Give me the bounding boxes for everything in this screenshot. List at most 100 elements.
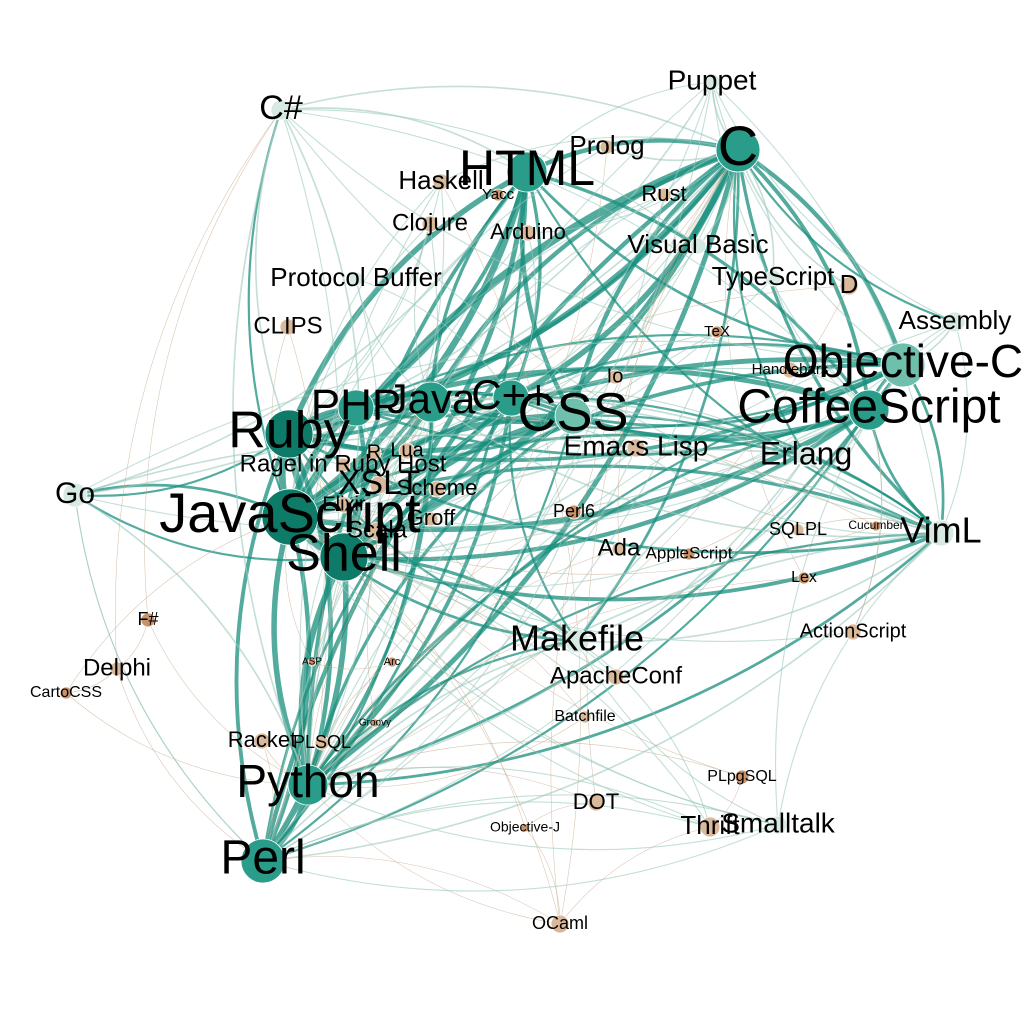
node-io[interactable] [607, 369, 623, 385]
node-c[interactable] [715, 127, 761, 173]
label-cucumber: Cucumber [848, 518, 903, 532]
node-protobuf[interactable] [348, 271, 364, 287]
node-emacslisp[interactable] [626, 438, 646, 458]
edge-perl-cpp [261, 396, 512, 862]
label-arduino: Arduino [490, 219, 566, 244]
node-coffeescript[interactable] [848, 389, 890, 431]
label-visualbasic: Visual Basic [627, 229, 768, 259]
node-cucumber[interactable] [870, 520, 882, 532]
node-fsharp[interactable] [140, 612, 156, 628]
node-plpgsql[interactable] [734, 769, 750, 785]
node-csharp[interactable] [270, 99, 292, 121]
node-d[interactable] [839, 276, 859, 296]
node-python[interactable] [287, 764, 329, 806]
edge-thrift-perl [262, 801, 711, 862]
node-go[interactable] [62, 482, 88, 508]
node-batchfile[interactable] [578, 710, 592, 724]
node-tex[interactable] [710, 325, 724, 339]
edge-arduino-c [527, 149, 739, 234]
node-ada[interactable] [611, 541, 627, 557]
node-perl[interactable] [240, 838, 286, 884]
node-typescript[interactable] [764, 269, 782, 287]
label-groovy: Groovy [359, 718, 391, 729]
node-ruby[interactable] [264, 409, 314, 459]
edge-html-puppet [526, 81, 713, 173]
node-r[interactable] [366, 445, 382, 461]
node-haskell[interactable] [432, 173, 450, 191]
edge-d-python [307, 285, 850, 786]
node-clips[interactable] [279, 318, 297, 336]
label-objc: Objective-C [783, 335, 1023, 387]
node-asp[interactable] [307, 657, 317, 667]
node-html[interactable] [506, 151, 548, 193]
node-dot[interactable] [587, 794, 605, 812]
node-applescript[interactable] [682, 547, 696, 561]
node-yacc[interactable] [491, 188, 505, 202]
label-actionscript: ActionScript [800, 620, 907, 642]
edge-emacslisp-python [307, 447, 637, 786]
node-prolog[interactable] [599, 139, 615, 155]
node-xslt[interactable] [369, 475, 389, 495]
node-clojure[interactable] [421, 215, 439, 233]
edge-apacheconf-shell [343, 556, 617, 678]
edge-puppet-viml [711, 81, 942, 534]
edge-python-objc [307, 364, 905, 787]
node-delphi[interactable] [109, 661, 125, 677]
node-cpp[interactable] [492, 379, 530, 417]
node-ocaml[interactable] [550, 914, 570, 934]
node-shell[interactable] [319, 532, 369, 582]
label-ada: Ada [598, 534, 641, 561]
node-ragel[interactable] [335, 457, 351, 473]
node-handlebars[interactable] [781, 361, 799, 379]
node-arc[interactable] [386, 656, 398, 668]
node-apacheconf[interactable] [607, 668, 625, 686]
node-smalltalk[interactable] [768, 815, 788, 835]
edge-smalltalk-python [307, 784, 779, 851]
node-erlang[interactable] [795, 445, 817, 467]
node-makefile[interactable] [564, 628, 590, 654]
node-puppet[interactable] [703, 73, 721, 91]
node-visualbasic[interactable] [689, 237, 707, 255]
edge-python-ocaml [307, 784, 561, 925]
label-perl: Perl [220, 832, 305, 885]
node-lua[interactable] [398, 442, 416, 460]
node-lex[interactable] [797, 571, 811, 585]
node-css[interactable] [554, 397, 592, 435]
node-javascript[interactable] [261, 488, 319, 546]
edge-python-viml [307, 531, 942, 787]
edge-plpgsql-python [307, 741, 743, 786]
node-thrift[interactable] [699, 816, 721, 838]
node-viml[interactable] [927, 519, 955, 547]
node-assembly[interactable] [944, 311, 966, 333]
label-clojure: Clojure [392, 209, 468, 236]
label-cpp: C++ [471, 371, 550, 418]
node-plsql[interactable] [314, 735, 330, 751]
node-cartocss[interactable] [59, 686, 73, 700]
node-arduino[interactable] [519, 224, 537, 242]
node-rust[interactable] [656, 187, 672, 203]
edge-puppet-shell [343, 81, 713, 558]
edge-c-viml [736, 149, 943, 535]
node-sqlpl[interactable] [791, 523, 805, 537]
node-groff[interactable] [423, 511, 439, 527]
edge-go-viml [74, 434, 942, 534]
node-php[interactable] [337, 389, 375, 427]
node-groovy[interactable] [370, 718, 380, 728]
node-scheme[interactable] [428, 480, 446, 498]
node-elixir[interactable] [335, 496, 353, 514]
edge-lex-python [307, 577, 805, 786]
edge-perl6-python [307, 511, 575, 786]
node-objc[interactable] [880, 342, 926, 388]
edge-puppet-python [307, 81, 713, 786]
node-racket[interactable] [253, 732, 271, 750]
edge-perl-css [262, 415, 575, 862]
node-objj[interactable] [520, 823, 530, 833]
node-perl6[interactable] [566, 504, 582, 520]
edge-c-objc [736, 148, 906, 366]
edge-clojure-javascript [289, 223, 431, 518]
node-java[interactable] [410, 381, 452, 423]
label-shell: Shell [286, 525, 402, 583]
node-scala[interactable] [367, 521, 387, 541]
edge-shell-go [74, 494, 345, 562]
node-actionscript[interactable] [844, 623, 862, 641]
